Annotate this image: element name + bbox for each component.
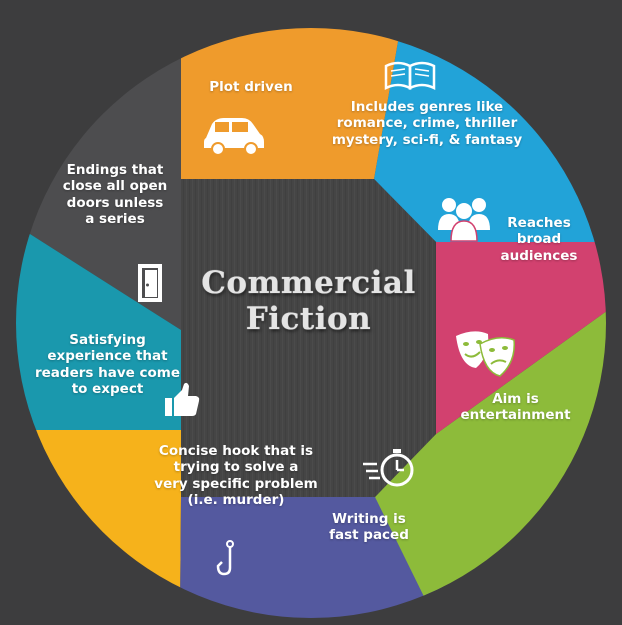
thumbs-up-icon (165, 382, 200, 416)
wedge-audiences (436, 242, 606, 434)
entertainment-line-1: Aim is (492, 391, 539, 407)
endings-line-4: a series (85, 211, 145, 228)
audiences-line-3: audiences (500, 247, 578, 264)
endings-line-3: doors unless (66, 194, 164, 211)
hook-line-4: (i.e. murder) (187, 492, 285, 509)
audiences-line-1: Reaches (507, 215, 571, 231)
label-entertainment: Aim is entertainment (453, 391, 578, 424)
label-audiences: Reaches broad audiences (494, 215, 584, 264)
label-fast-paced: Writing is fast paced (319, 511, 419, 544)
title-line-2: Fiction (245, 300, 372, 337)
label-endings: Endings that close all open doors unless… (55, 162, 175, 228)
genres-line-3: mystery, sci-fi, & fantasy (331, 131, 523, 148)
genres-line-2: romance, crime, thriller (336, 115, 518, 132)
stopwatch-icon (363, 449, 414, 487)
audiences-line-2: broad (516, 231, 562, 248)
diagram-title: Commercial Fiction (181, 265, 436, 337)
hook-line-3: very specific problem (154, 475, 318, 492)
title-line-1: Commercial (201, 265, 416, 301)
fast-paced-line-1: Writing is (332, 511, 406, 527)
wedge-satisfying (16, 215, 181, 430)
label-satisfying: Satisfying experience that readers have … (20, 332, 195, 398)
door-icon (138, 264, 162, 302)
open-book-icon (384, 61, 436, 91)
label-hook: Concise hook that is trying to solve a v… (131, 443, 341, 509)
car-icon (204, 118, 264, 156)
fast-paced-line-2: fast paced (329, 527, 409, 544)
center-octagon (181, 179, 436, 497)
hook-line-1: Concise hook that is (158, 443, 314, 459)
theater-masks-icon (456, 331, 515, 377)
satisfying-line-1: Satisfying (69, 332, 146, 348)
satisfying-line-2: experience that (47, 348, 168, 365)
label-genres: Includes genres like romance, crime, thr… (322, 99, 532, 148)
satisfying-line-4: to expect (71, 381, 144, 398)
entertainment-line-2: entertainment (460, 407, 571, 424)
group-people-icon (438, 198, 490, 242)
genres-line-1: Includes genres like (350, 99, 504, 115)
hook-line-2: trying to solve a (173, 459, 299, 476)
label-plot-driven: Plot driven (196, 79, 306, 95)
endings-line-2: close all open (62, 178, 168, 195)
fishing-hook-icon (216, 540, 234, 576)
endings-line-1: Endings that (66, 162, 164, 178)
satisfying-line-3: readers have come (34, 364, 180, 381)
plot-driven-text: Plot driven (209, 79, 293, 95)
